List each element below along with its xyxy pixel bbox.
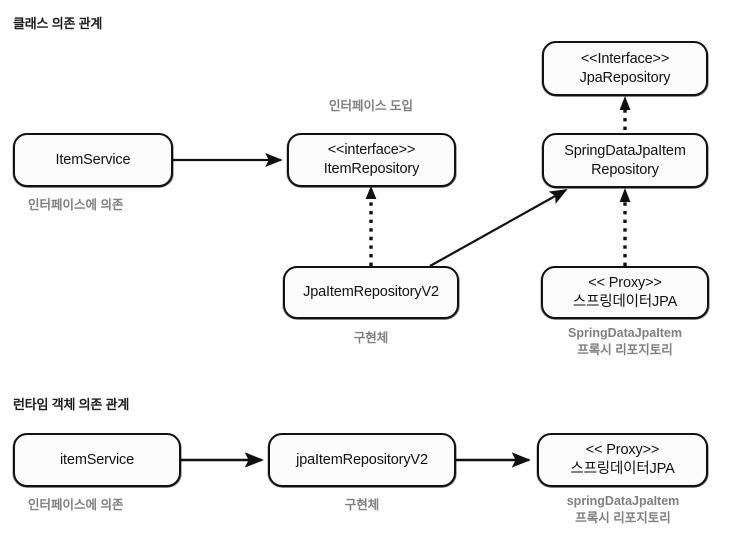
caption-interface-dependency: 인터페이스에 의존 [28, 198, 124, 212]
node-jpa-item-repository-v2-instance[interactable]: jpaItemRepositoryV2 [268, 433, 456, 487]
node-proxy-spring-data-jpa-label: 스프링데이터JPA [572, 293, 678, 310]
node-jpa-repository-stereotype: <<Interface>> [580, 50, 670, 67]
caption-proxy-repository-runtime-line2: 프록시 리포지토리 [575, 510, 671, 525]
caption-implementation-runtime: 구현체 [344, 498, 380, 512]
caption-proxy-repository-runtime: springDataJpaItem 프록시 리포지토리 [567, 493, 680, 526]
node-spring-data-jpa-item-repository-label-line1: SpringDataJpaItem [564, 142, 686, 159]
node-proxy-spring-data-jpa-instance[interactable]: << Proxy>> 스프링데이터JPA [537, 433, 708, 487]
caption-proxy-repository-line1: SpringDataJpaItem [568, 326, 682, 340]
node-jpa-item-repository-v2-instance-label: jpaItemRepositoryV2 [296, 451, 428, 468]
section-heading-runtime-dependency: 런타임 객체 의존 관계 [13, 397, 130, 412]
node-jpa-repository[interactable]: <<Interface>> JpaRepository [542, 41, 708, 96]
edge-jpa-item-repository-v2-to-item-repository [365, 186, 377, 266]
caption-implementation: 구현체 [353, 331, 389, 345]
node-item-repository[interactable]: <<interface>> ItemRepository [287, 133, 456, 187]
caption-proxy-repository-line2: 프록시 리포지토리 [577, 342, 673, 357]
node-proxy-spring-data-jpa-instance-stereotype: << Proxy>> [585, 442, 660, 459]
node-item-repository-label: ItemRepository [323, 161, 420, 177]
node-item-service[interactable]: ItemService [13, 133, 173, 187]
node-item-service-label: ItemService [55, 151, 131, 168]
caption-interface-introduction: 인터페이스 도입 [329, 99, 413, 113]
node-jpa-item-repository-v2[interactable]: JpaItemRepositoryV2 [283, 266, 459, 319]
node-spring-data-jpa-item-repository[interactable]: SpringDataJpaItem Repository [542, 133, 708, 188]
node-proxy-spring-data-jpa-instance-label: 스프링데이터JPA [570, 461, 675, 477]
caption-proxy-repository: SpringDataJpaItem 프록시 리포지토리 [568, 325, 682, 358]
section-heading-class-dependency: 클래스 의존 관계 [13, 16, 103, 31]
node-jpa-repository-label: JpaRepository [579, 69, 671, 86]
node-proxy-spring-data-jpa-stereotype: << Proxy>> [588, 274, 662, 291]
node-item-repository-stereotype: <<interface>> [327, 142, 416, 159]
edge-spring-data-jpa-item-repository-to-jpa-repository [619, 96, 631, 130]
edge-proxy-to-spring-data-jpa-item-repository [619, 188, 631, 266]
node-spring-data-jpa-item-repository-label-line2: Repository [591, 161, 659, 178]
node-item-service-instance[interactable]: itemService [13, 433, 181, 487]
caption-proxy-repository-runtime-line1: springDataJpaItem [566, 494, 680, 508]
edge-jpa-item-repository-v2-to-spring-data-jpa-item-repository [429, 189, 568, 267]
node-item-service-instance-label: itemService [59, 451, 135, 468]
caption-interface-dependency-runtime: 인터페이스에 의존 [28, 498, 124, 512]
node-proxy-spring-data-jpa[interactable]: << Proxy>> 스프링데이터JPA [541, 266, 709, 319]
node-jpa-item-repository-v2-label: JpaItemRepositoryV2 [303, 284, 439, 301]
